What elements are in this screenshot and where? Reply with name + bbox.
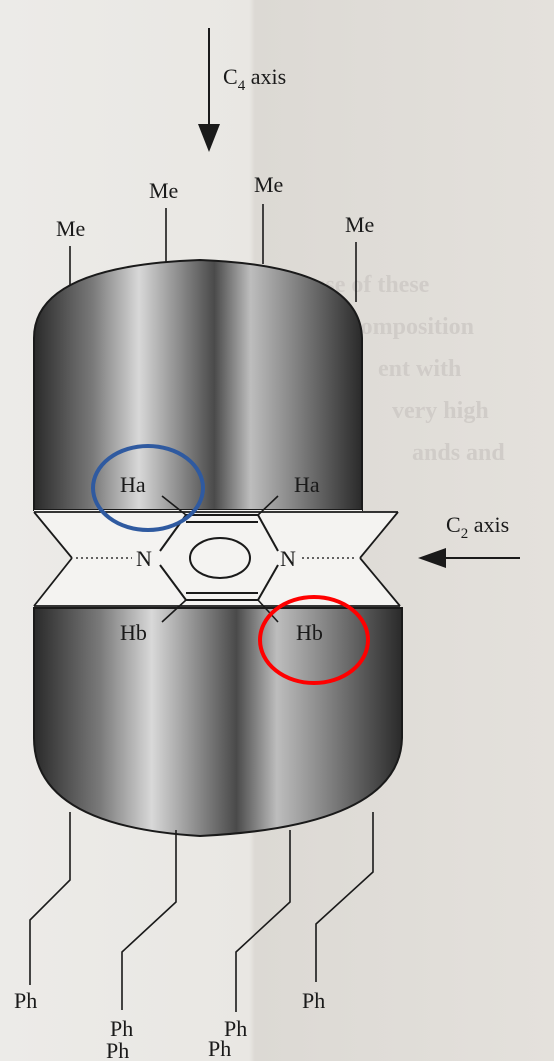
pyrazine-ring bbox=[159, 514, 279, 601]
ph-label-1: Ph bbox=[14, 988, 37, 1013]
c4-axis-arrow bbox=[198, 28, 220, 152]
lower-cavitand bbox=[33, 607, 403, 838]
ph-label-6: Ph bbox=[106, 1038, 129, 1061]
me-bonds bbox=[69, 204, 357, 306]
ph-label-5: Ph bbox=[208, 1036, 231, 1061]
n-left-label: N bbox=[136, 546, 152, 571]
hb-left-label: Hb bbox=[120, 620, 147, 645]
ph-label-2: Ph bbox=[302, 988, 325, 1013]
upper-cavitand bbox=[33, 258, 363, 511]
bleed-line-2: composition bbox=[350, 314, 474, 340]
bleed-through-text: use of these composition ent with very h… bbox=[312, 272, 505, 466]
me-label-2: Me bbox=[149, 178, 178, 203]
c2-axis-label: C2 axis bbox=[446, 512, 509, 542]
waist-outline bbox=[33, 511, 401, 607]
ph-label-4: Ph bbox=[224, 1016, 247, 1041]
ph-chains bbox=[29, 812, 374, 1012]
me-label-1: Me bbox=[56, 216, 85, 241]
hb-right-label: Hb bbox=[296, 620, 323, 645]
me-label-3: Me bbox=[254, 172, 283, 197]
me-label-4: Me bbox=[345, 212, 374, 237]
c2-axis-arrow bbox=[418, 548, 520, 568]
ha-left-label: Ha bbox=[120, 472, 146, 497]
c4-axis-label: C4 axis bbox=[223, 64, 286, 94]
highlight-circle-ha bbox=[91, 444, 205, 532]
bleed-line-3: ent with bbox=[378, 356, 461, 382]
waist-region bbox=[34, 510, 400, 606]
bleed-line-5: ands and bbox=[412, 440, 505, 466]
bleed-line-4: very high bbox=[392, 398, 489, 424]
ha-right-label: Ha bbox=[294, 472, 320, 497]
n-right-label: N bbox=[280, 546, 296, 571]
ph-label-3: Ph bbox=[110, 1016, 133, 1041]
h-bonds bbox=[161, 495, 279, 623]
highlight-circle-hb bbox=[258, 595, 370, 685]
